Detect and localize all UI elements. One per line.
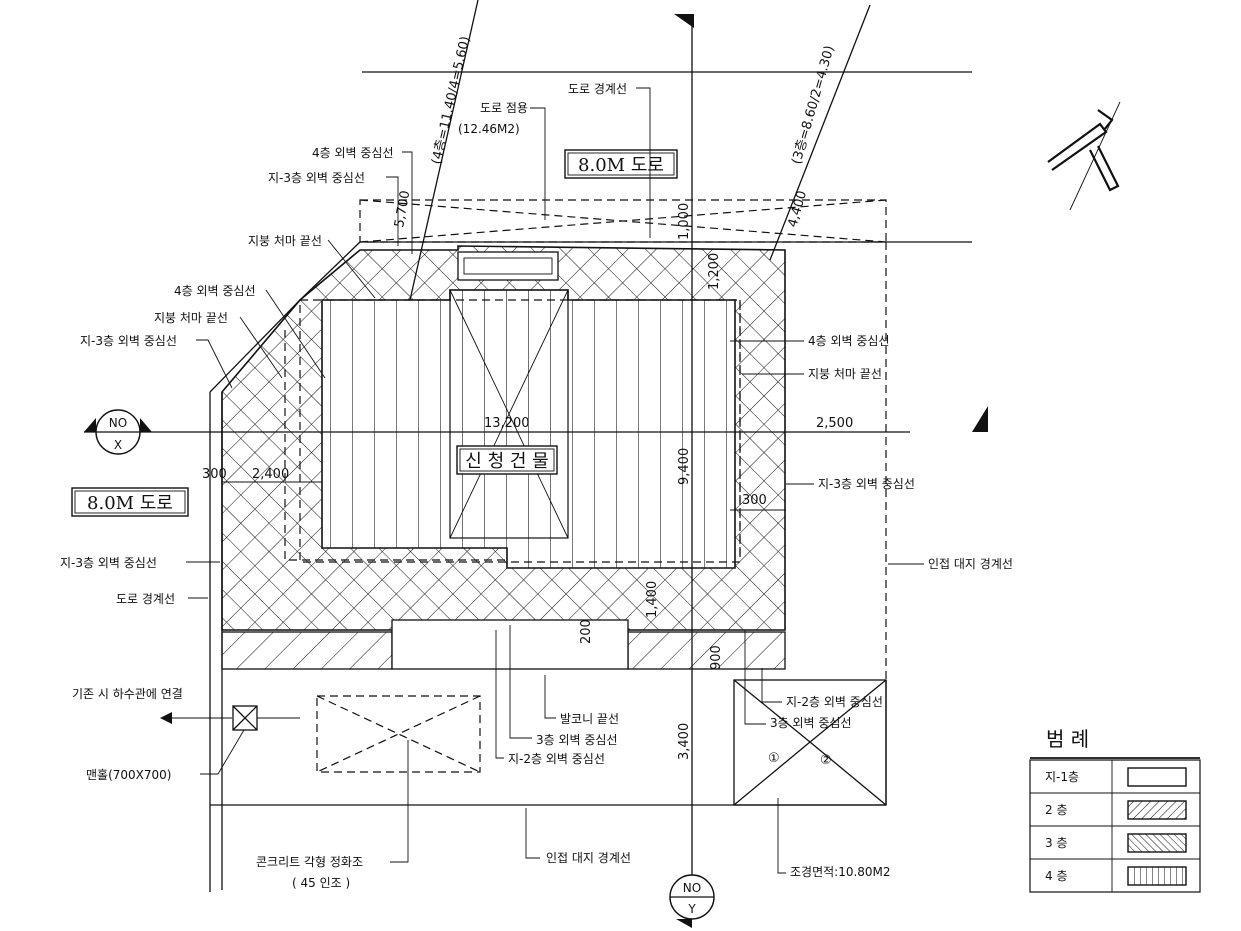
dim-3400: 3,400 — [677, 723, 692, 760]
sewer-connect-label: 기존 시 하수관에 연결 — [72, 687, 183, 701]
dim-900: 900 — [709, 645, 724, 670]
manhole-label: 맨홀(700X700) — [86, 768, 171, 782]
x-marker-no: NO — [109, 416, 127, 430]
landscape-area-label: 조경면적:10.80M2 — [790, 865, 891, 879]
legend-row-4f-label: 4 층 — [1045, 869, 1068, 883]
legend-swatch-hatch-right — [1127, 800, 1187, 820]
dim-300-right: 300 — [742, 493, 767, 508]
legend-row-2f-label: 2 층 — [1045, 803, 1068, 817]
building-label: 신 청 건 물 — [465, 451, 548, 472]
septic-tank-label: 콘크리트 각형 정화조 — [256, 855, 363, 869]
legend-row-3f-label: 3 층 — [1045, 836, 1068, 850]
diag-left-label: (4층=11.40/4=5.60) — [429, 35, 473, 166]
manhole-symbol — [232, 705, 258, 731]
wall-b3-right-label: 지-3층 외벽 중심선 — [818, 477, 915, 491]
balcony-end-label: 발코니 끝선 — [560, 712, 619, 726]
circle-1-label: ① — [768, 751, 780, 766]
dim-1000: 1,000 — [677, 203, 692, 240]
legend-swatch-hatch-left — [1127, 833, 1187, 853]
wall-3f-bottom-label: 3층 외벽 중심선 — [536, 733, 618, 747]
wall-4f-right-label: 4층 외벽 중심선 — [808, 334, 890, 348]
legend-swatch-vertical — [1127, 866, 1187, 886]
septic-tank-symbol — [316, 695, 481, 773]
building-footprint — [221, 245, 786, 670]
adjacent-boundary-bottom-label: 인접 대지 경계선 — [546, 851, 631, 865]
section-arrow-right — [972, 406, 988, 432]
y-axis-marker: NO Y — [669, 874, 715, 928]
y-marker-no: NO — [683, 881, 701, 895]
section-arrow-top — [674, 14, 694, 28]
wall-b3-left2-label: 지-3층 외벽 중심선 — [60, 556, 157, 570]
septic-capacity-label: ( 45 인조 ) — [292, 876, 350, 890]
adjacent-boundary-right-label: 인접 대지 경계선 — [928, 557, 1013, 571]
dim-2400: 2,400 — [252, 467, 289, 482]
dim-2500: 2,500 — [816, 416, 853, 431]
dim-4400: 4,400 — [785, 189, 810, 229]
y-marker-y: Y — [687, 902, 696, 916]
landscape-area: ① ② — [733, 679, 887, 806]
wall-b2-right-label: 지-2층 외벽 중심선 — [786, 695, 883, 709]
dim-300-left: 300 — [202, 467, 227, 482]
dim-13200: 13,200 — [484, 416, 530, 431]
eave-top-label: 지붕 처마 끝선 — [248, 234, 322, 248]
wall-b3-left-label: 지-3층 외벽 중심선 — [80, 334, 177, 348]
legend-swatch-blank — [1127, 767, 1187, 787]
wall-b2-bottom-label: 지-2층 외벽 중심선 — [508, 752, 605, 766]
road-encroach-label: 도로 점용 — [480, 101, 528, 115]
road-boundary-top-label: 도로 경계선 — [568, 82, 627, 96]
road-encroach-area-label: (12.46M2) — [458, 122, 520, 136]
dim-5700: 5,700 — [392, 189, 413, 228]
x-marker-x: X — [114, 438, 122, 452]
legend: 범 례 지-1층 2 층 3 층 4 층 — [1029, 727, 1201, 893]
eave-right-label: 지붕 처마 끝선 — [808, 367, 882, 381]
road-8m-top-label: 8.0M 도로 — [578, 155, 664, 176]
circle-2-label: ② — [820, 753, 832, 768]
legend-title: 범 례 — [1046, 727, 1089, 751]
road-boundary-left-label: 도로 경계선 — [116, 592, 175, 606]
wall-b3-top-label: 지-3층 외벽 중심선 — [268, 171, 365, 185]
road-8m-left-label: 8.0M 도로 — [87, 493, 173, 514]
dim-1400: 1,400 — [645, 581, 660, 618]
wall-4f-top-label: 4층 외벽 중심선 — [312, 146, 394, 160]
legend-row-b1-label: 지-1층 — [1045, 770, 1079, 784]
dim-9400: 9,400 — [677, 448, 692, 485]
eave-left-label: 지붕 처마 끝선 — [154, 311, 228, 325]
road-encroachment-area — [221, 199, 887, 890]
dim-1200: 1,200 — [707, 253, 722, 290]
wall-3f-right-label: 3층 외벽 중심선 — [770, 716, 852, 730]
wall-4f-left-label: 4층 외벽 중심선 — [174, 284, 256, 298]
north-arrow-icon — [1047, 101, 1121, 211]
x-axis-marker: NO X — [84, 409, 152, 455]
dim-200: 200 — [579, 619, 594, 644]
